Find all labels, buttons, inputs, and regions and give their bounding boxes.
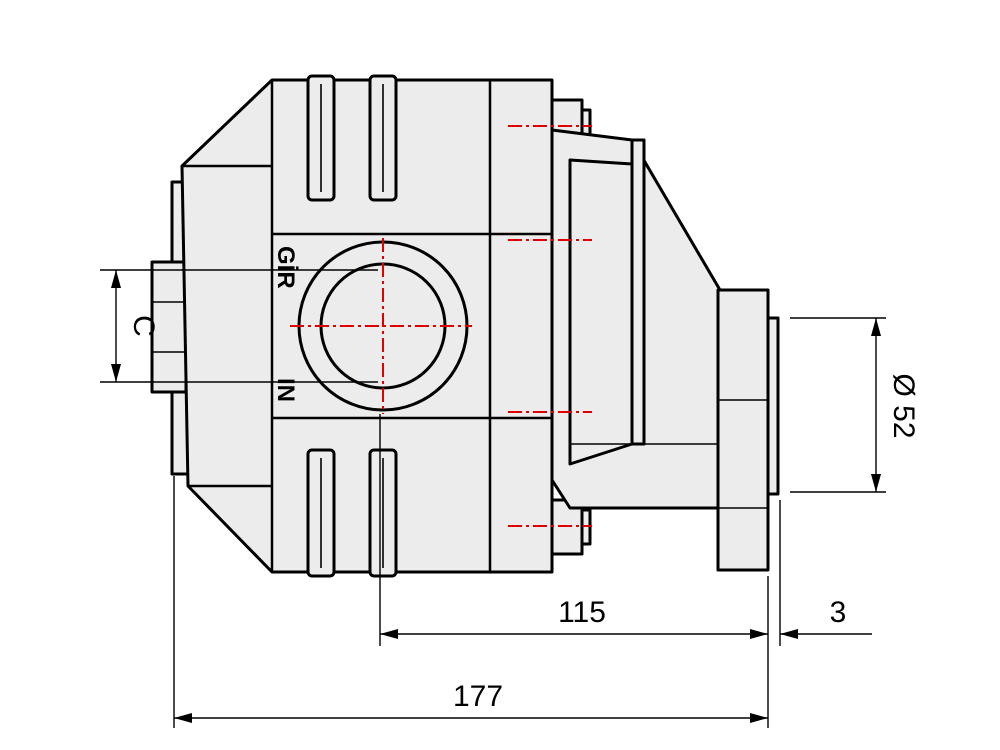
dimension-115-label: 115 <box>558 596 606 629</box>
extension-lines <box>100 269 886 728</box>
dimension-shaft-offset: 115 <box>380 596 768 639</box>
center-lines <box>290 125 592 527</box>
dimension-diameter-label: Ø 52 <box>887 373 920 438</box>
dimension-overall-length: 177 <box>174 680 768 723</box>
dimension-pilot-diameter: Ø 52 <box>871 318 920 492</box>
dimension-c-label: C <box>127 315 160 337</box>
dimension-3-label: 3 <box>830 596 847 629</box>
dimension-shaft-collar: 3 <box>780 596 872 639</box>
dimension-port-size: C <box>111 270 160 382</box>
body-grooves <box>306 74 398 578</box>
dimension-177-label: 177 <box>453 680 503 713</box>
mounting-flange <box>550 128 780 572</box>
port-label-top: GİR <box>272 246 299 289</box>
